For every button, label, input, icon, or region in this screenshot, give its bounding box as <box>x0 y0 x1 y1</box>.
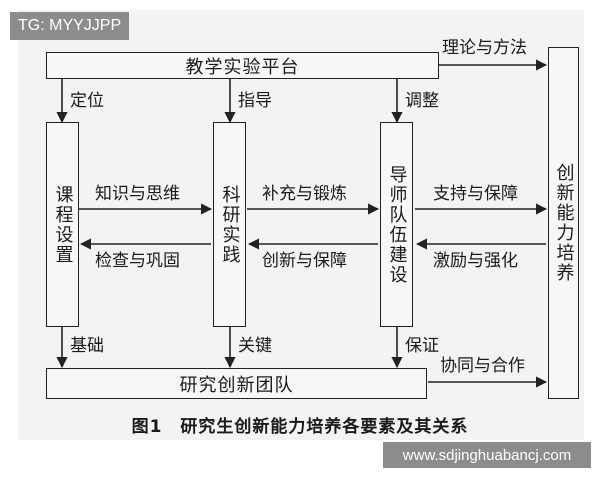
innovation-box: 创新能力培养 <box>548 47 579 399</box>
mentor-box: 导师队伍建设 <box>380 122 413 327</box>
label-check: 检查与巩固 <box>95 251 180 271</box>
watermark-top: TG: MYYJJPP <box>10 12 130 40</box>
label-position: 定位 <box>70 91 104 111</box>
label-supplement: 补充与锻炼 <box>262 184 347 204</box>
label-key: 关键 <box>238 336 272 356</box>
label-support: 支持与保障 <box>433 184 518 204</box>
label-adjust: 调整 <box>405 91 439 111</box>
curriculum-box: 课程设置 <box>46 122 79 327</box>
label-guarantee: 保证 <box>405 336 439 356</box>
mentor-label: 导师队伍建设 <box>386 164 408 285</box>
watermark-bottom: www.sdjinghuabancj.com <box>383 442 591 468</box>
platform-label: 教学实验平台 <box>185 56 300 78</box>
practice-box: 科研实践 <box>213 122 246 327</box>
curriculum-label: 课程设置 <box>52 184 74 265</box>
team-box: 研究创新团队 <box>46 368 427 399</box>
label-knowledge: 知识与思维 <box>95 184 180 204</box>
label-guide: 指导 <box>238 91 272 111</box>
figure-caption: 图1 研究生创新能力培养各要素及其关系 <box>131 417 469 437</box>
label-theory: 理论与方法 <box>442 38 527 58</box>
label-cooperation: 协同与合作 <box>440 356 525 376</box>
platform-box: 教学实验平台 <box>46 52 439 79</box>
practice-label: 科研实践 <box>219 184 241 265</box>
team-label: 研究创新团队 <box>179 374 294 396</box>
innovation-label: 创新能力培养 <box>553 163 575 283</box>
label-innovate: 创新与保障 <box>262 251 347 271</box>
label-foundation: 基础 <box>70 336 104 356</box>
label-motivate: 激励与强化 <box>433 251 518 271</box>
